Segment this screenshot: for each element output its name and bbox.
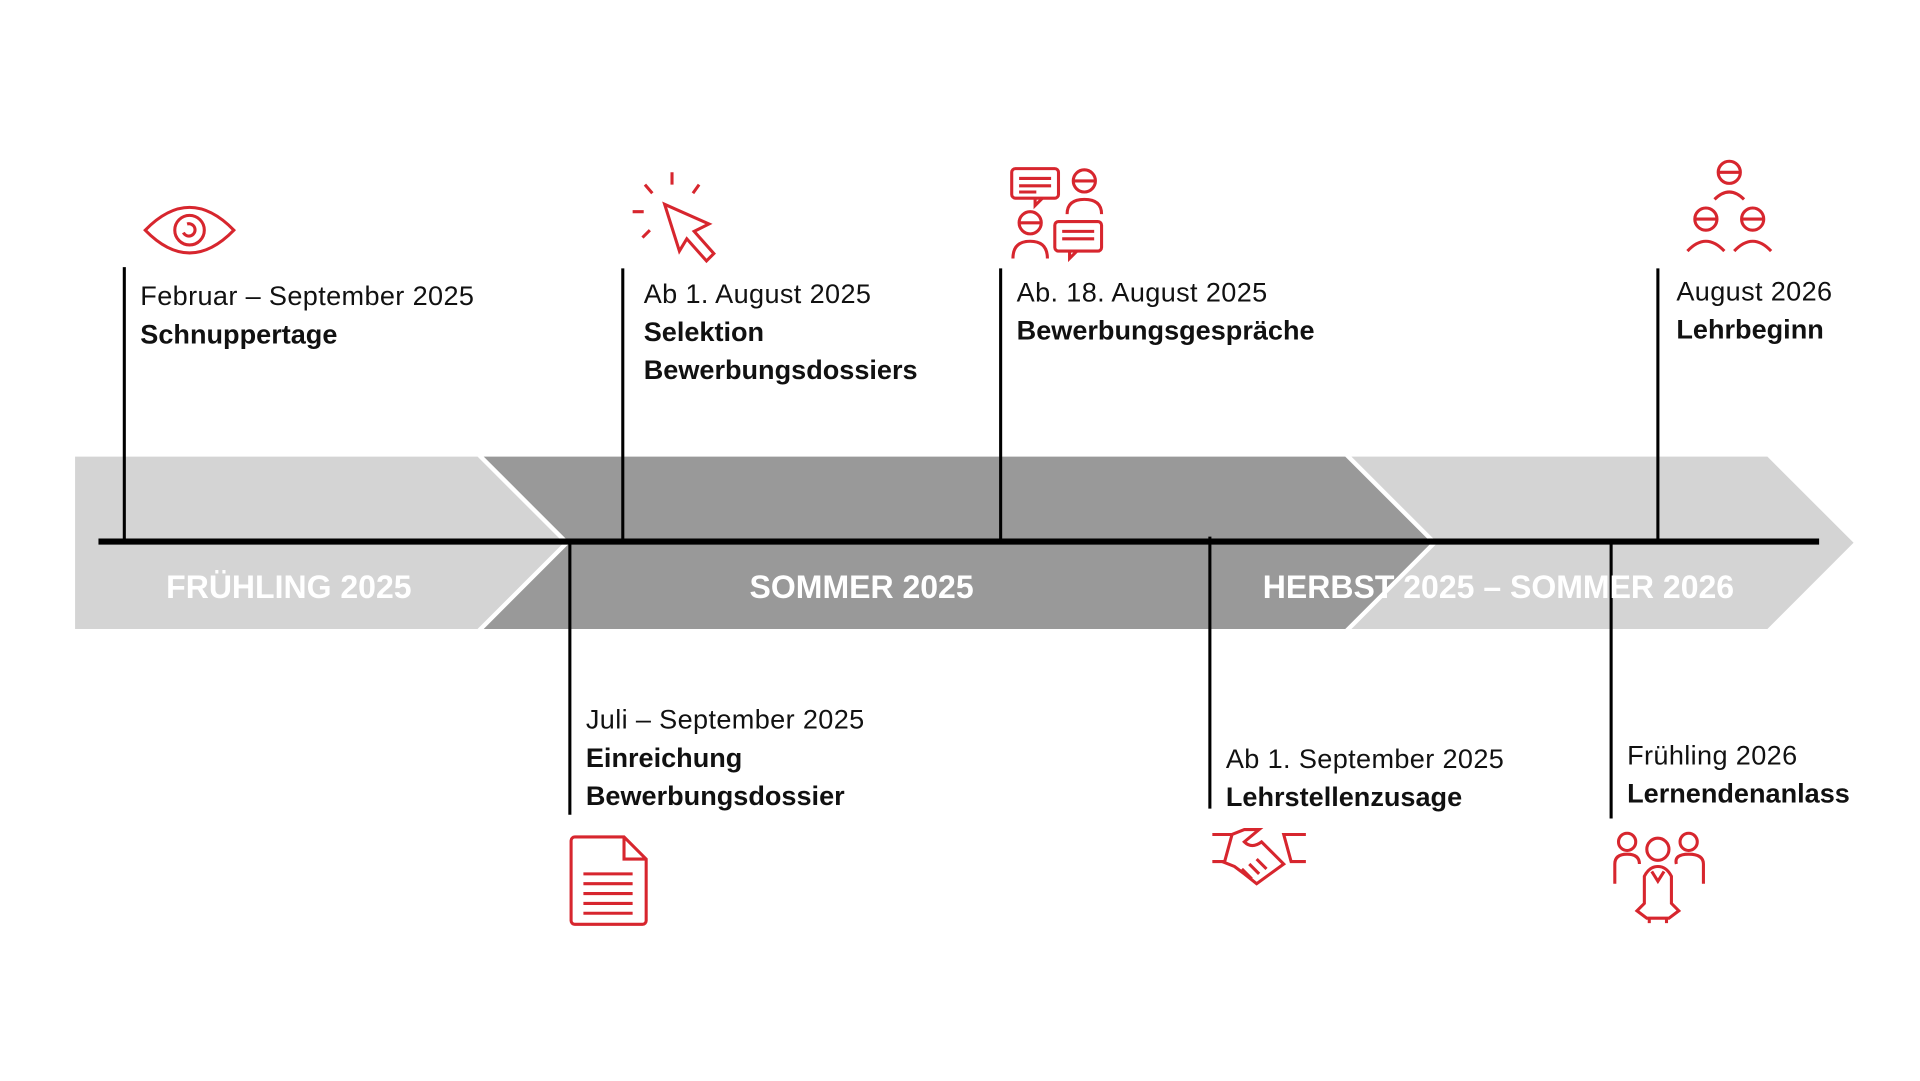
document-icon bbox=[569, 835, 648, 926]
phase-label-autumn-summer: HERBST 2025 – SOMMER 2026 bbox=[1262, 568, 1735, 606]
phase-label-summer: SOMMER 2025 bbox=[749, 568, 974, 606]
milestone-title: Lernendenanlass bbox=[1627, 777, 1850, 809]
milestone-date: August 2026 bbox=[1676, 275, 1833, 307]
milestone-date: Frühling 2026 bbox=[1627, 739, 1798, 771]
phase-label-spring: FRÜHLING 2025 bbox=[166, 568, 412, 606]
milestone-date: Ab. 18. August 2025 bbox=[1016, 276, 1268, 308]
team-icon bbox=[1686, 159, 1773, 253]
milestone-schnuppertage: Februar – September 2025 Schnuppertage bbox=[140, 277, 474, 353]
milestone-title: Lehrstellenzusage bbox=[1225, 781, 1463, 813]
conversation-icon bbox=[1010, 167, 1104, 263]
milestone-date: Februar – September 2025 bbox=[140, 280, 475, 312]
milestone-title: Bewerbungsdossiers bbox=[643, 354, 918, 386]
milestone-selektion: Ab 1. August 2025 Selektion Bewerbungsdo… bbox=[644, 274, 918, 388]
milestone-lernendenanlass: Frühling 2026 Lernendenanlass bbox=[1627, 736, 1850, 812]
milestone-title: Selektion bbox=[643, 316, 765, 348]
milestone-date: Ab 1. August 2025 bbox=[643, 278, 872, 309]
cursor-click-icon bbox=[632, 172, 716, 264]
milestone-date: Juli – September 2025 bbox=[585, 704, 865, 735]
milestone-bewerbungsgespraeche: Ab. 18. August 2025 Bewerbungsgespräche bbox=[1017, 273, 1315, 349]
milestone-date: Ab 1. September 2025 bbox=[1225, 743, 1505, 775]
milestone-title: Schnuppertage bbox=[140, 318, 338, 350]
group-icon bbox=[1613, 831, 1705, 924]
milestone-title: Bewerbungsgespräche bbox=[1016, 315, 1315, 346]
milestone-title: Bewerbungsdossier bbox=[585, 780, 845, 812]
milestone-einreichung: Juli – September 2025 Einreichung Bewerb… bbox=[586, 700, 865, 814]
milestone-lehrbeginn: August 2026 Lehrbeginn bbox=[1676, 272, 1832, 348]
milestone-title: Lehrbeginn bbox=[1676, 313, 1824, 345]
handshake-icon bbox=[1212, 828, 1306, 886]
eye-icon bbox=[143, 206, 236, 255]
milestone-title: Einreichung bbox=[585, 742, 743, 773]
milestone-lehrstellenzusage: Ab 1. September 2025 Lehrstellenzusage bbox=[1226, 740, 1504, 816]
